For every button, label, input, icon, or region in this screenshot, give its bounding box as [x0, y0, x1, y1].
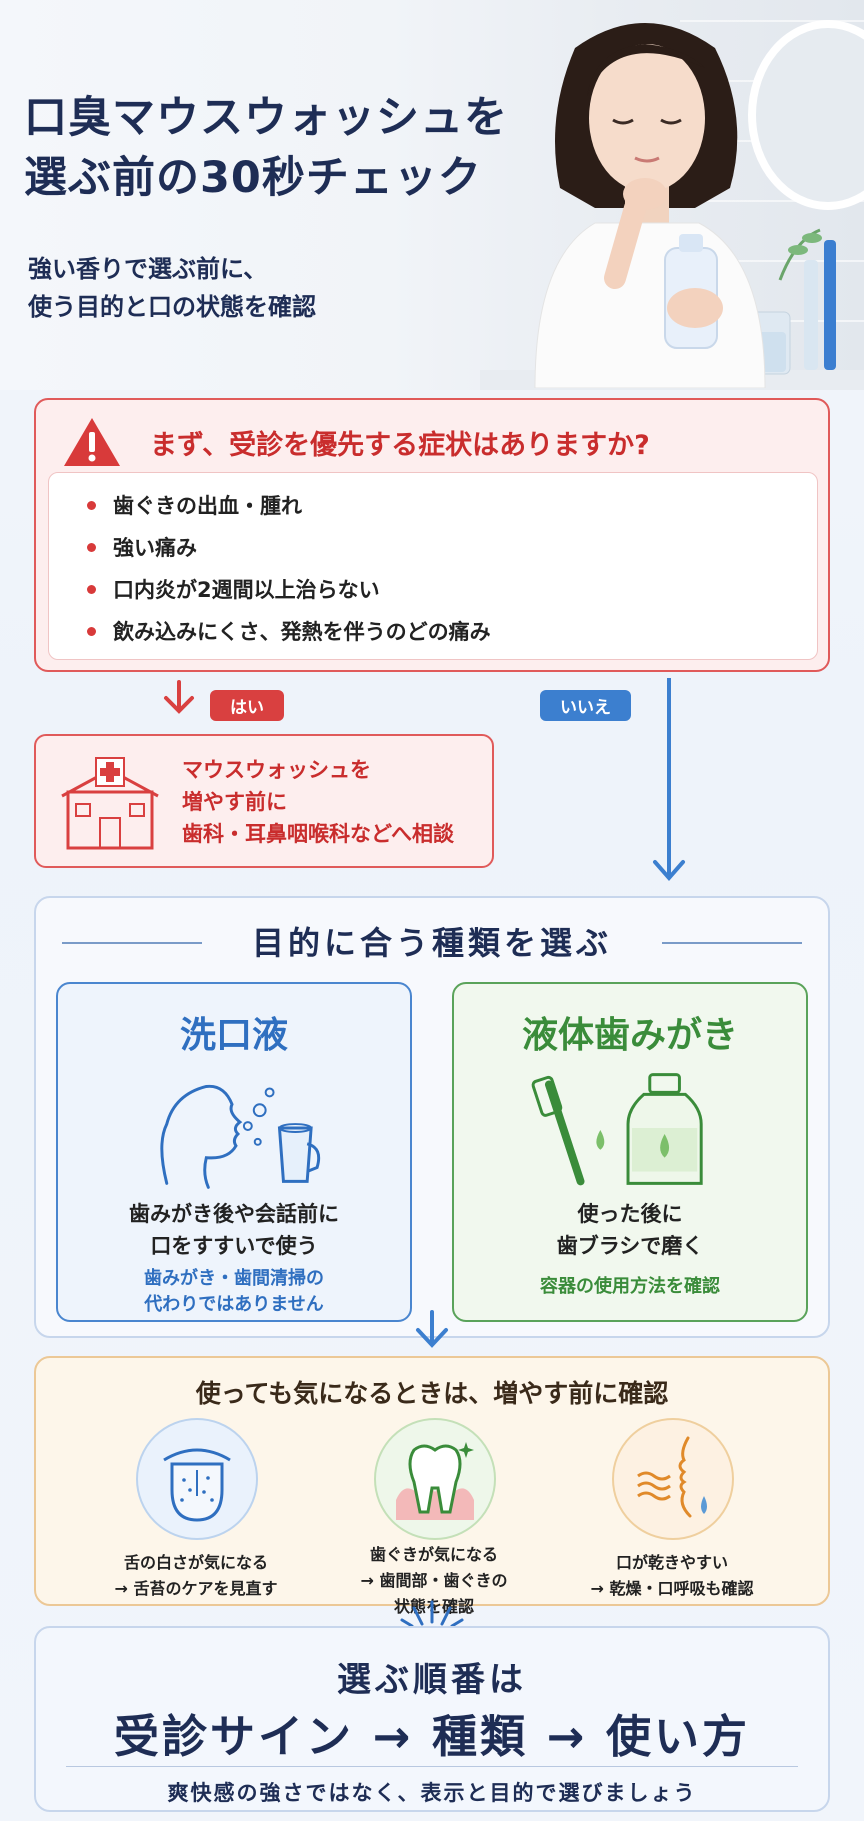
warning-header: まず、受診を優先する症状はありますか?: [62, 414, 650, 470]
mouthwash-note: 歯みがき・歯間清掃の 代わりではありません: [58, 1266, 410, 1318]
page-title-line2: 選ぶ前の30秒チェック: [24, 153, 482, 203]
tongue-icon: [163, 1448, 231, 1522]
check-item-gum: 歯ぐきが気になる → 歯間部・歯ぐきの 状態を確認: [314, 1418, 554, 1616]
liquid-toothpaste-usage-line2: 歯ブラシで磨く: [556, 1234, 704, 1258]
check-item-dry-mouth: 口が乾きやすい → 乾燥・口呼吸も確認: [552, 1418, 792, 1598]
divider: [62, 942, 202, 944]
sparkle-icon: [400, 1600, 464, 1628]
divider: [662, 942, 802, 944]
toothbrush-bottle-icon: [531, 1073, 703, 1186]
clinic-line2: 増やす前に: [182, 790, 287, 814]
mouthwash-usage: 歯みがき後や会話前に 口をすすいで使う: [58, 1198, 410, 1262]
check-item-line: → 歯間部・歯ぐきの: [360, 1571, 508, 1590]
gargle-face-icon: [160, 1084, 321, 1189]
clinic-consult-box: マウスウォッシュを 増やす前に 歯科・耳鼻咽喉科などへ相談: [34, 734, 494, 868]
hospital-icon: [61, 757, 159, 850]
check-item-line: → 舌苔のケアを見直す: [114, 1579, 278, 1598]
mouthwash-note-line2: 代わりではありません: [144, 1294, 324, 1315]
mouthwash-usage-line1: 歯みがき後や会話前に: [129, 1202, 339, 1226]
check-item-line: 歯ぐきが気になる: [369, 1545, 498, 1564]
clinic-line1: マウスウォッシュを: [182, 758, 371, 782]
clinic-line3: 歯科・耳鼻咽喉科などへ相談: [182, 822, 454, 846]
check-item-line: 口が乾きやすい: [615, 1553, 728, 1572]
symptom-item: 強い痛み: [87, 527, 817, 569]
clinic-consult-text: マウスウォッシュを 増やす前に 歯科・耳鼻咽喉科などへ相談: [182, 754, 454, 850]
check-item-text: 口が乾きやすい → 乾燥・口呼吸も確認: [552, 1550, 792, 1602]
tooth-gum-icon: [396, 1442, 474, 1520]
check-item-line: → 乾燥・口呼吸も確認: [590, 1579, 754, 1598]
mouthwash-usage-line2: 口をすすいで使う: [150, 1234, 318, 1258]
warning-triangle-icon: [64, 418, 120, 466]
mouthwash-title: 洗口液: [179, 1015, 288, 1056]
liquid-toothpaste-usage-line1: 使った後に: [577, 1202, 683, 1226]
no-flow-line: [667, 678, 671, 878]
warning-box: まず、受診を優先する症状はありますか? 歯ぐきの出血・腫れ 強い痛み 口内炎が2…: [34, 398, 830, 672]
no-arrow-icon: [653, 860, 685, 882]
symptom-item: 飲み込みにくさ、発熱を伴うのどの痛み: [87, 611, 817, 653]
check-item-text: 舌の白さが気になる → 舌苔のケアを見直す: [76, 1550, 316, 1602]
woman-holding-bottle-illustration: [534, 23, 766, 388]
check-section: 使っても気になるときは、増やす前に確認 舌の白さが気になる → 舌苔のケアを見直…: [34, 1356, 830, 1616]
symptom-item: 口内炎が2週間以上治らない: [87, 569, 817, 611]
tooth-gum-icon-circle: [374, 1418, 496, 1540]
symptom-list: 歯ぐきの出血・腫れ 強い痛み 口内炎が2週間以上治らない 飲み込みにくさ、発熱を…: [48, 472, 818, 660]
no-badge: いいえ: [540, 690, 631, 721]
liquid-toothpaste-note: 容器の使用方法を確認: [454, 1274, 806, 1300]
warning-heading: まず、受診を優先する症状はありますか?: [150, 429, 650, 461]
types-title: 目的に合う種類を選ぶ: [251, 924, 612, 962]
yes-badge: はい: [210, 690, 284, 721]
summary-order: 受診サイン → 種類 → 使い方: [113, 1710, 751, 1763]
hero-section: 口臭マウスウォッシュを 選ぶ前の30秒チェック 強い香りで選ぶ前に、 使う目的と…: [0, 0, 864, 390]
mouthwash-card: 洗口液 歯みがき後や会話前に 口をすすいで使う 歯みがき・歯間清掃の 代わりでは…: [56, 982, 412, 1322]
page-subtitle: 強い香りで選ぶ前に、 使う目的と口の状態を確認: [28, 250, 316, 326]
page-title: 口臭マウスウォッシュを 選ぶ前の30秒チェック: [24, 88, 544, 208]
liquid-toothpaste-title: 液体歯みがき: [521, 1015, 738, 1056]
summary-note: 爽快感の強さではなく、表示と目的で選びましょう: [66, 1766, 798, 1807]
liquid-toothpaste-card: 液体歯みがき 使った後に 歯ブラシで磨く 容器の使用方法を確認: [452, 982, 808, 1322]
tongue-icon-circle: [136, 1418, 258, 1540]
dry-mouth-icon: [637, 1436, 707, 1518]
check-title: 使っても気になるときは、増やす前に確認: [195, 1379, 669, 1408]
yes-arrow-icon: [164, 680, 194, 714]
mouthwash-note-line1: 歯みがき・歯間清掃の: [144, 1268, 324, 1289]
summary-section: 選ぶ順番は 受診サイン → 種類 → 使い方 爽快感の強さではなく、表示と目的で…: [34, 1626, 830, 1812]
liquid-toothpaste-note-line: 容器の使用方法を確認: [540, 1276, 720, 1297]
down-arrow-icon: [416, 1310, 448, 1348]
page-title-line1: 口臭マウスウォッシュを: [24, 93, 508, 143]
check-item-line: 舌の白さが気になる: [123, 1553, 268, 1572]
types-section: 目的に合う種類を選ぶ 洗口液 歯みがき後や会話前に 口をすすいで使う 歯みがき・…: [34, 896, 830, 1338]
check-item-tongue: 舌の白さが気になる → 舌苔のケアを見直す: [76, 1418, 316, 1598]
page-subtitle-line1: 強い香りで選ぶ前に、: [28, 255, 268, 283]
dry-mouth-icon-circle: [612, 1418, 734, 1540]
liquid-toothpaste-usage: 使った後に 歯ブラシで磨く: [454, 1198, 806, 1262]
summary-heading: 選ぶ順番は: [337, 1660, 527, 1700]
page-subtitle-line2: 使う目的と口の状態を確認: [28, 293, 316, 321]
symptom-item: 歯ぐきの出血・腫れ: [87, 485, 817, 527]
